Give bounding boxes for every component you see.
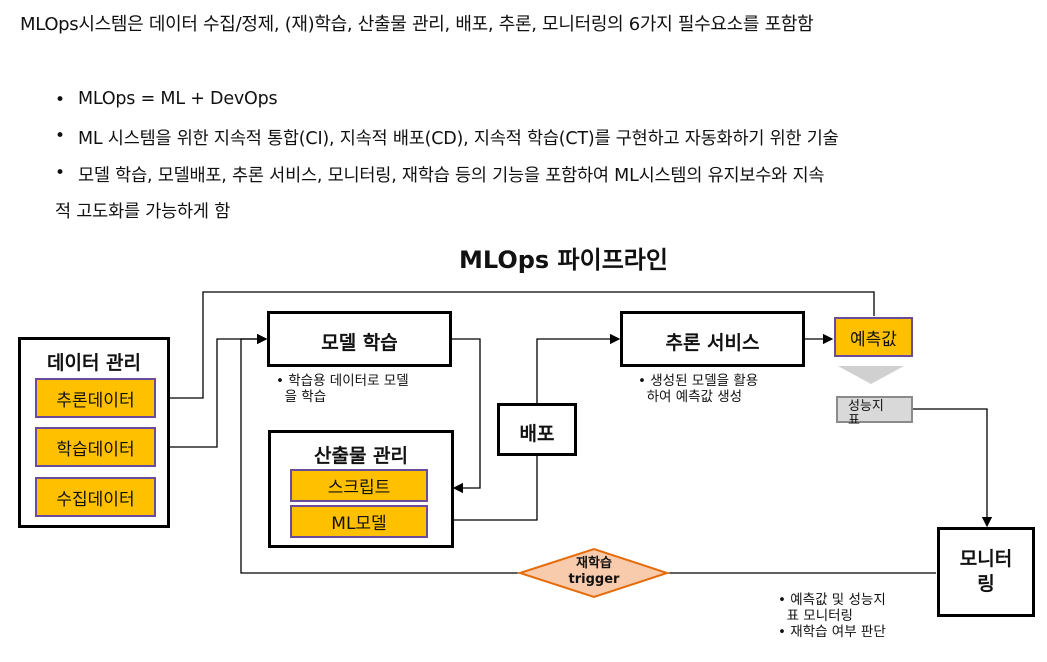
note-line: 표 모니터링 (778, 608, 853, 624)
note-line: • 재학습 여부 판단 (778, 624, 886, 640)
headline: MLOps시스템은 데이터 수집/정제, (재)학습, 산출물 관리, 배포, … (20, 14, 814, 35)
model-to-deploy-line (428, 456, 538, 521)
model-training-box: 모델 학습 (267, 311, 452, 367)
training-data-item: 학습데이터 (35, 427, 156, 467)
note-line: • 학습용 데이터로 모델 (276, 373, 409, 389)
feedback-to-inference-data-arrow (158, 291, 875, 404)
deploy-box: 배포 (497, 403, 577, 456)
deploy-to-inference-arrow (536, 333, 621, 403)
monitoring-label-line: 모니터 (959, 548, 1013, 570)
bullet-text: MLOps = ML + DevOps (78, 89, 278, 109)
note-line: • 예측값 및 성능지 (778, 592, 886, 608)
ml-model-item: ML모델 (290, 505, 428, 538)
metric-label-line: 성능지 (848, 399, 884, 414)
inference-service-label: 추론 서비스 (665, 332, 760, 354)
monitoring-note: • 예측값 및 성능지 표 모니터링 • 재학습 여부 판단 (778, 592, 886, 640)
trigger-label-line: trigger (568, 572, 620, 587)
retrain-trigger-diamond (516, 547, 671, 599)
down-triangle-icon (838, 366, 904, 384)
performance-metric-item: 성능지 표 (836, 396, 913, 428)
bullet-text: ML 시스템을 위한 지속적 통합(CI), 지속적 배포(CD), 지속적 학… (78, 129, 839, 149)
data-management-label: 데이터 관리 (46, 352, 141, 374)
retrain-trigger-label: 재학습 trigger (544, 556, 644, 588)
metric-to-monitoring-arrow (913, 408, 993, 528)
collected-data-item: 수집데이터 (35, 477, 156, 517)
metric-label-line: 표 (848, 413, 860, 428)
training-data-arrow (156, 333, 268, 448)
monitoring-label-line: 링 (977, 573, 995, 595)
diagram-title: MLOps 파이프라인 (459, 246, 668, 274)
script-item: 스크립트 (290, 469, 428, 502)
trigger-to-training-arrow (240, 333, 522, 574)
note-line: 하여 예측값 생성 (638, 389, 743, 405)
note-line: 을 학습 (276, 389, 327, 405)
inference-service-note: • 생성된 모델을 활용 하여 예측값 생성 (638, 373, 758, 405)
bullet-marker: • (55, 126, 66, 146)
model-training-note: • 학습용 데이터로 모델 을 학습 (276, 373, 409, 405)
monitoring-label: 모니터 링 (940, 547, 1032, 597)
prediction-item: 예측값 (834, 317, 913, 357)
training-to-artifact-arrow (452, 338, 481, 494)
bullet-text-continued: 적 고도화를 가능하게 함 (55, 202, 231, 222)
inference-service-box: 추론 서비스 (620, 311, 805, 367)
monitoring-box: 모니터 링 (937, 527, 1035, 617)
trigger-label-line: 재학습 (576, 556, 612, 571)
note-line: • 생성된 모델을 활용 (638, 373, 759, 389)
artifact-management-label: 산출물 관리 (313, 445, 408, 467)
deploy-label: 배포 (519, 423, 555, 445)
bullet-marker: • (55, 90, 66, 110)
bullet-text: 모델 학습, 모델배포, 추론 서비스, 모니터링, 재학습 등의 기능을 포함… (78, 166, 825, 186)
bullet-marker: • (55, 163, 66, 183)
inference-data-item: 추론데이터 (35, 378, 156, 418)
model-training-label: 모델 학습 (321, 332, 398, 354)
